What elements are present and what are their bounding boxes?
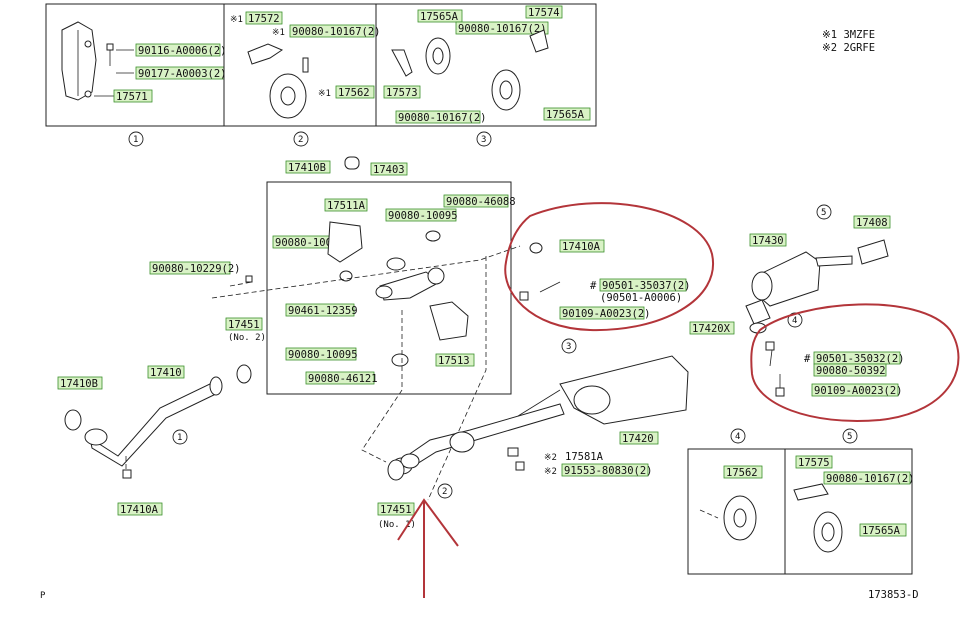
label-90501-35037[interactable]: 90501-35037(2) — [602, 280, 691, 292]
detail-box-1: 90116-A0006(2) 90177-A0003(2) 17571 — [45, 3, 227, 127]
label-17562[interactable]: 17562 — [726, 467, 758, 479]
detail-box-3: 17565A 17574 90080-10167(2) 17573 90080-… — [375, 3, 597, 147]
callout-4: 4 — [792, 316, 797, 326]
callout-1-box: 1 — [133, 135, 138, 145]
note-marker: ※2 — [544, 467, 557, 477]
label-17511a[interactable]: 17511A — [327, 200, 366, 212]
label-90177-a0003[interactable]: 90177-A0003(2) — [138, 68, 227, 80]
label-17410a[interactable]: 17410A — [120, 504, 159, 516]
legend-note-2: ※2 2GRFE — [822, 42, 875, 54]
label-90461-12359[interactable]: 90461-12359 — [288, 305, 358, 317]
label-90080-10095[interactable]: 90080-10095 — [275, 237, 345, 249]
callout-2-box: 2 — [298, 135, 303, 145]
label-17451-no1[interactable]: 17451 — [380, 504, 412, 516]
label-17565a[interactable]: 17565A — [420, 11, 459, 23]
label-90501-a0006[interactable]: (90501-A0006) — [600, 292, 682, 304]
label-17565a[interactable]: 17565A — [862, 525, 901, 537]
label-90080-10167[interactable]: 90080-10167(2) — [398, 112, 487, 124]
footer-left: P — [40, 591, 46, 601]
label-90109-a0023[interactable]: 90109-A0023(2) — [562, 308, 651, 320]
detail-box-4: 4 17562 — [687, 428, 786, 575]
label-17581a[interactable]: 17581A — [565, 451, 604, 463]
label-17420[interactable]: 17420 — [622, 433, 654, 445]
gasket-kit-box: 17410B 17403 17511A 90080-46088 90080-10… — [266, 156, 516, 395]
label-90116-a0006[interactable]: 90116-A0006(2) — [138, 45, 227, 57]
note-marker: ※1 — [272, 28, 285, 38]
callout-3-box: 3 — [481, 135, 486, 145]
label-90109-a0023[interactable]: 90109-A0023(2) — [814, 385, 903, 397]
label-90080-10167[interactable]: 90080-10167(2) — [826, 473, 915, 485]
legend-note-1: ※1 3MZFE — [822, 29, 875, 41]
label-17410b[interactable]: 17410B — [288, 162, 326, 174]
label-17410[interactable]: 17410 — [150, 367, 182, 379]
label-90080-10095[interactable]: 90080-10095 — [388, 210, 458, 222]
callout-1: 1 — [177, 433, 182, 443]
label-17420x[interactable]: 17420X — [692, 323, 731, 335]
annotation-circle-front — [504, 202, 715, 332]
detail-box-2: ※1 17572 ※1 90080-10167(2) ※1 17562 2 — [223, 3, 381, 147]
label-90080-46088[interactable]: 90080-46088 — [446, 196, 516, 208]
callout-1-box-circle — [128, 131, 144, 147]
label-90080-10229[interactable]: 90080-10229(2) — [152, 263, 241, 275]
label-90080-10095[interactable]: 90080-10095 — [288, 349, 358, 361]
label-17571[interactable]: 17571 — [116, 91, 148, 103]
label-17408[interactable]: 17408 — [856, 217, 888, 229]
callout-4-box: 4 — [735, 432, 740, 442]
label-17410b[interactable]: 17410B — [60, 378, 98, 390]
hash-marker: # — [590, 280, 597, 292]
label-17565a[interactable]: 17565A — [546, 109, 585, 121]
label-90501-35032[interactable]: 90501-35032(2) — [816, 353, 905, 365]
label-17574[interactable]: 17574 — [528, 7, 560, 19]
label-17451-no2-note: (No. 2) — [228, 333, 266, 343]
label-17575[interactable]: 17575 — [798, 457, 830, 469]
callout-3: 3 — [566, 342, 571, 352]
label-17451-no2[interactable]: 17451 — [228, 319, 260, 331]
label-17430[interactable]: 17430 — [752, 235, 784, 247]
note-marker: ※2 — [544, 453, 557, 463]
label-17451-no1-note: (No. 1) — [378, 520, 416, 530]
note-marker: ※1 — [318, 89, 331, 99]
footer-right: 173853-D — [868, 589, 919, 601]
label-17513[interactable]: 17513 — [438, 355, 470, 367]
label-17410a[interactable]: 17410A — [562, 241, 601, 253]
label-17403[interactable]: 17403 — [373, 164, 405, 176]
annotation-circle-rear — [750, 303, 960, 422]
note-marker: ※1 — [230, 15, 243, 25]
label-17572[interactable]: 17572 — [248, 13, 280, 25]
callout-5: 5 — [821, 208, 826, 218]
label-90080-10167[interactable]: 90080-10167(2) — [292, 26, 381, 38]
label-17562[interactable]: 17562 — [338, 87, 370, 99]
hash-marker: # — [804, 353, 811, 365]
detail-box-5: 5 17575 90080-10167(2) 17565A — [784, 428, 915, 575]
callout-2: 2 — [442, 487, 447, 497]
label-17573[interactable]: 17573 — [386, 87, 418, 99]
label-90080-10167[interactable]: 90080-10167(2) — [458, 23, 547, 35]
callout-5-box: 5 — [847, 432, 852, 442]
label-91553-80830[interactable]: 91553-80830(2) — [564, 465, 653, 477]
annotation-arrow — [397, 498, 459, 598]
label-90080-46121[interactable]: 90080-46121 — [308, 373, 378, 385]
label-90080-50392[interactable]: 90080-50392 — [816, 365, 886, 377]
